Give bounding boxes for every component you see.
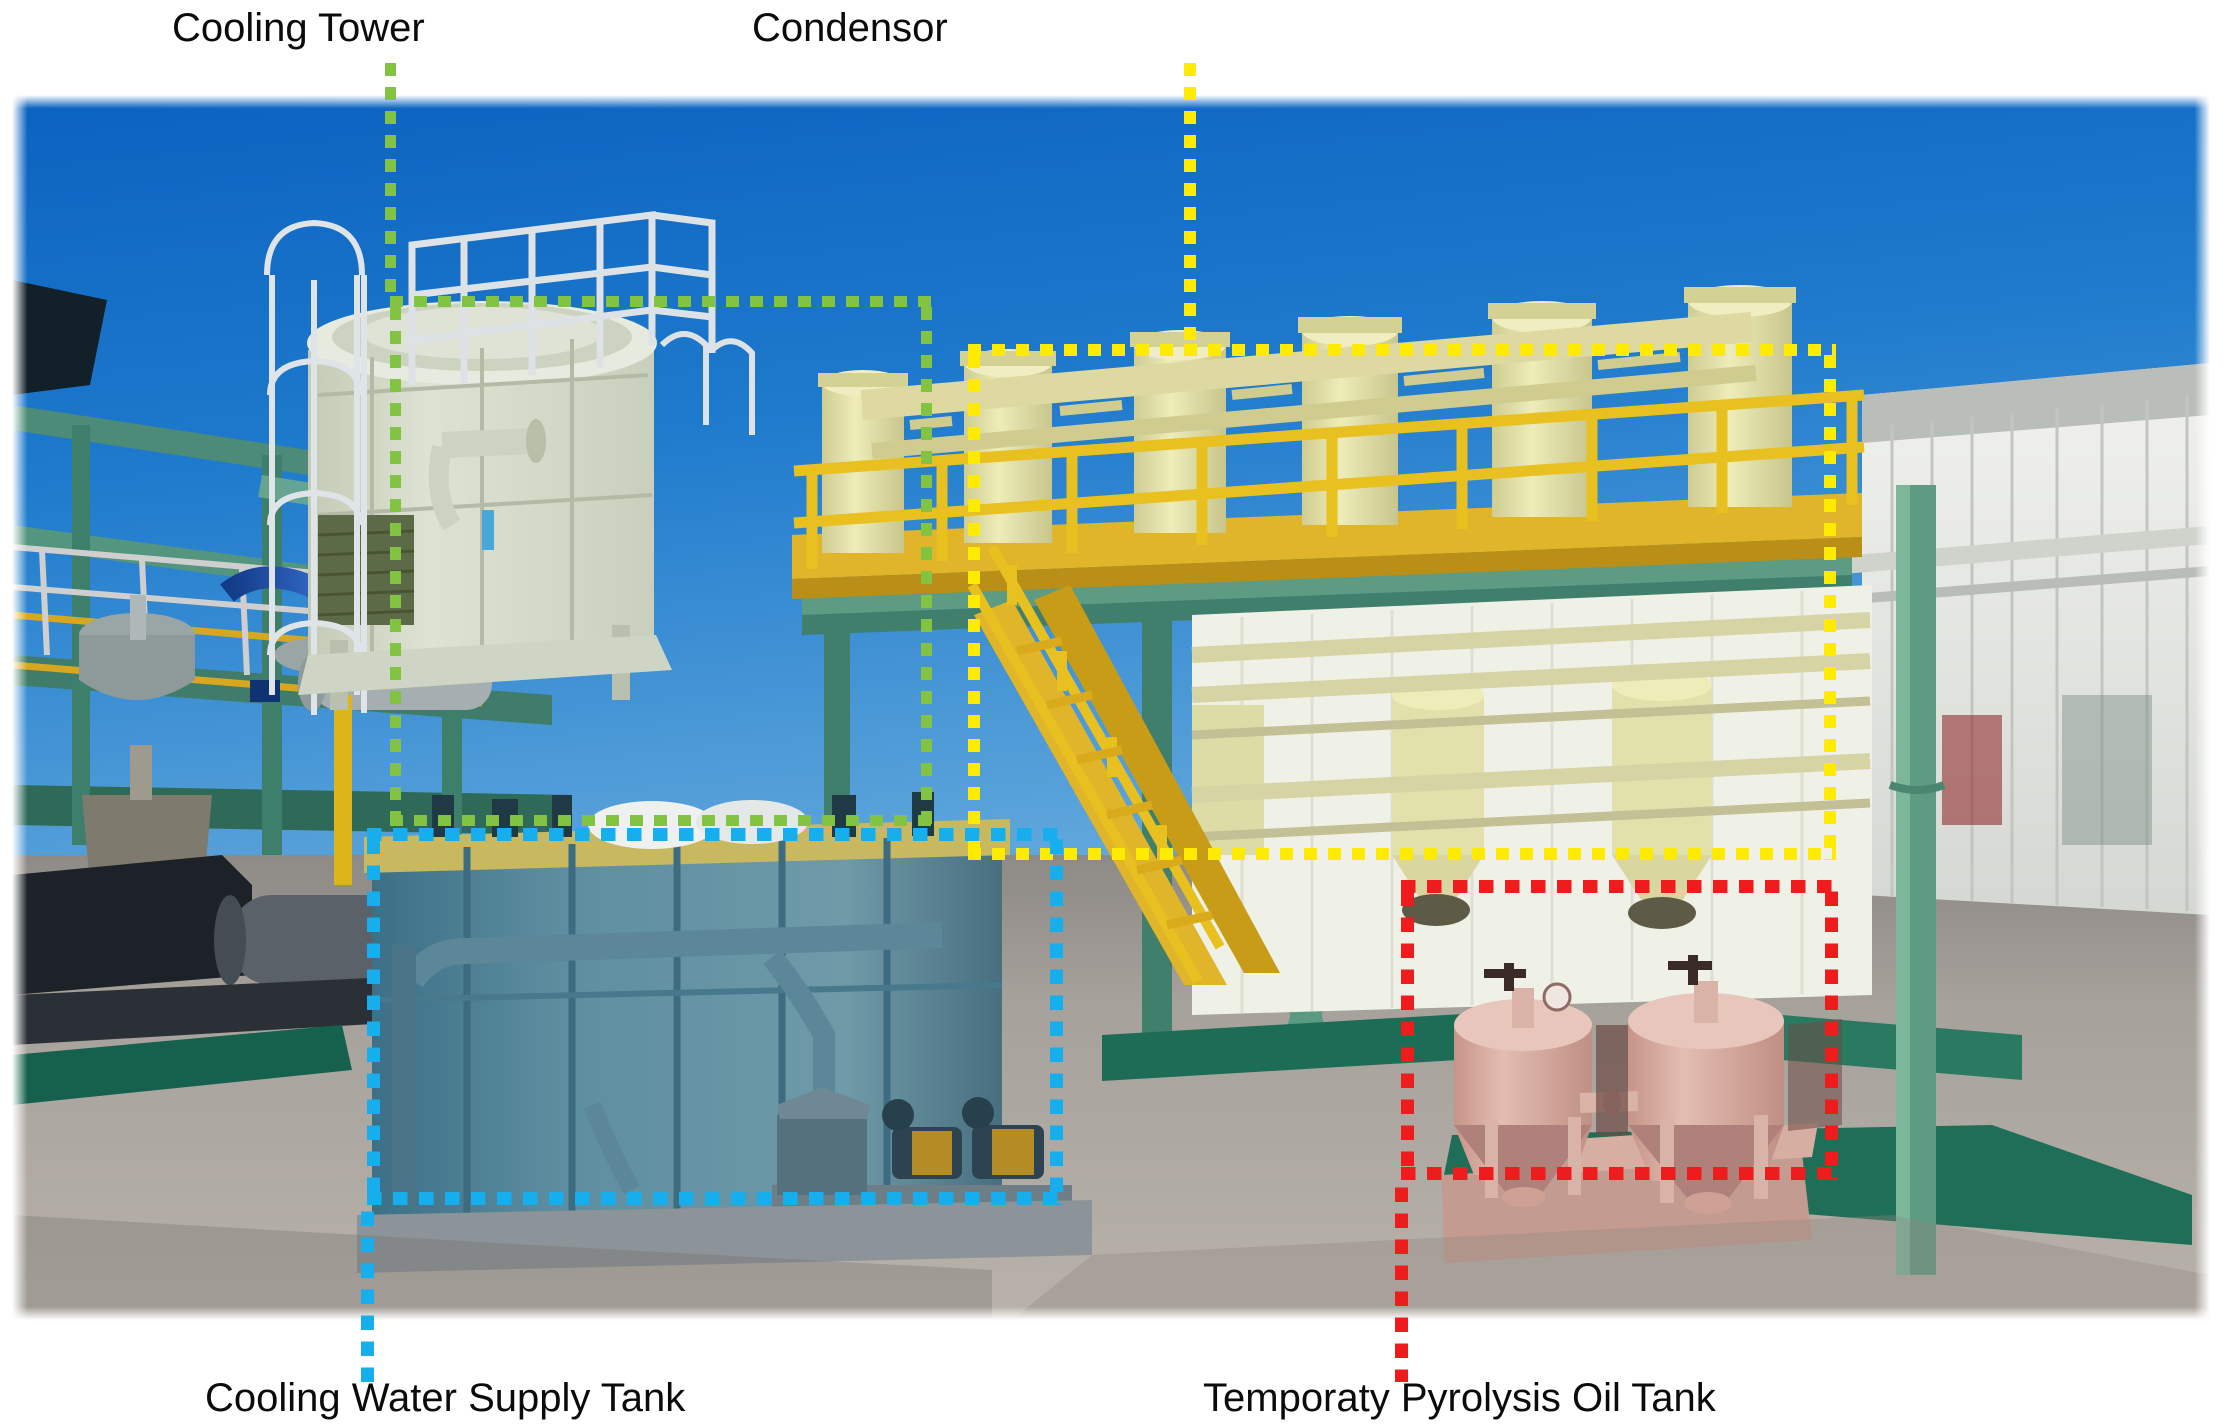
leader-line-temporaty-pyrolysis-oil-tank (1395, 1176, 1408, 1382)
label-condensor: Condensor (752, 6, 948, 50)
label-cooling-tower: Cooling Tower (172, 6, 425, 50)
annotation-box-cooling-water-supply-tank (367, 828, 1063, 1205)
annotation-box-condensor (968, 344, 1836, 860)
annotation-box-cooling-tower (390, 296, 932, 826)
leader-line-cooling-tower (385, 52, 396, 300)
leader-line-condensor (1184, 52, 1196, 348)
annotation-box-temporaty-pyrolysis-oil-tank (1401, 880, 1838, 1180)
label-temporaty-pyrolysis-oil-tank: Temporaty Pyrolysis Oil Tank (1203, 1376, 1716, 1420)
label-cooling-water-supply-tank: Cooling Water Supply Tank (205, 1376, 686, 1420)
leader-line-cooling-water-supply-tank (361, 1200, 374, 1382)
